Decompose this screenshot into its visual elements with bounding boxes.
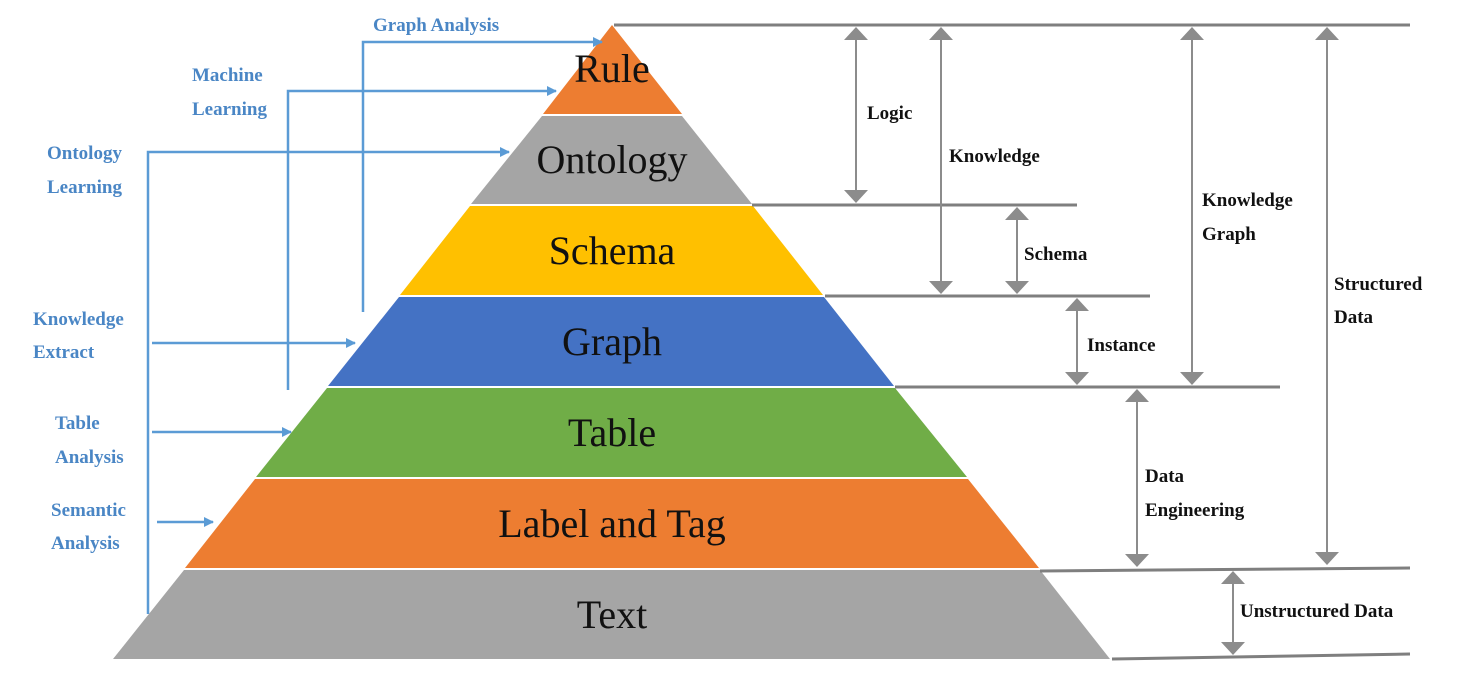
layer-graph: [328, 297, 894, 386]
range-arrows: [844, 27, 1339, 655]
logic-range-arrow: [844, 27, 868, 203]
layer-text: [113, 570, 1110, 659]
table-analysis-label-line2: Analysis: [55, 447, 124, 468]
boundary-line-label-text: [1039, 566, 1411, 573]
structured-data-label-line2: Data: [1334, 307, 1374, 328]
instance-range-arrow: [1065, 298, 1089, 385]
layer-label-text: Text: [577, 592, 648, 637]
layer-rule: [543, 25, 682, 114]
logic-label: Logic: [867, 103, 912, 124]
method-labels: Graph Analysis Machine Learning Ontology…: [33, 15, 499, 554]
instance-label: Instance: [1087, 335, 1156, 356]
layer-label-schema: Schema: [549, 228, 676, 273]
layer-label-ontology: Ontology: [536, 137, 687, 182]
knowledge-graph-label-line1: Knowledge: [1202, 190, 1293, 211]
schema-range-label: Schema: [1024, 244, 1088, 265]
knowledge-graph-range-arrow: [1180, 27, 1204, 385]
layer-ontology: [471, 116, 752, 204]
semantic-analysis-label-line1: Semantic: [51, 500, 126, 521]
semantic-analysis-label-line2: Analysis: [51, 533, 120, 554]
pyramid: Rule Ontology Schema Graph Table Label a…: [113, 25, 1110, 659]
table-analysis-label-line1: Table: [55, 413, 100, 434]
machine-learning-connector: [286, 86, 557, 390]
data-engineering-label-line1: Data: [1145, 466, 1185, 487]
layer-label-label-and-tag: Label and Tag: [498, 501, 725, 546]
unstructured-data-range-arrow: [1221, 571, 1245, 655]
method-connectors: [146, 37, 603, 614]
graph-analysis-connector: [361, 37, 603, 312]
graph-analysis-label: Graph Analysis: [373, 15, 499, 36]
unstructured-data-label: Unstructured Data: [1240, 601, 1394, 622]
boundary-line-bottom: [1111, 652, 1411, 661]
boundary-lines: [614, 23, 1411, 661]
layer-schema: [400, 206, 823, 295]
layer-label-table: Table: [568, 410, 656, 455]
knowledge-label: Knowledge: [949, 146, 1040, 167]
data-engineering-range-arrow: [1125, 389, 1149, 567]
range-labels: Logic Knowledge Schema Instance Knowledg…: [867, 103, 1423, 622]
knowledge-graph-label-line2: Graph: [1202, 224, 1256, 245]
data-engineering-label-line2: Engineering: [1145, 500, 1245, 521]
structured-data-range-arrow: [1315, 27, 1339, 565]
knowledge-extract-label-line2: Extract: [33, 342, 95, 363]
machine-learning-label-line1: Machine: [192, 65, 263, 86]
ontology-learning-connector: [146, 147, 510, 614]
knowledge-extract-label-line1: Knowledge: [33, 309, 124, 330]
ontology-learning-label-line1: Ontology: [47, 143, 122, 164]
layer-label-rule: Rule: [574, 46, 650, 91]
layer-table: [256, 388, 967, 477]
layer-label-graph: Graph: [562, 319, 662, 364]
layer-label-and-tag: [185, 479, 1039, 568]
machine-learning-label-line2: Learning: [192, 99, 267, 120]
knowledge-range-arrow: [929, 27, 953, 294]
schema-range-arrow: [1005, 207, 1029, 294]
structured-data-label-line1: Structured: [1334, 274, 1423, 295]
ontology-learning-label-line2: Learning: [47, 177, 122, 198]
